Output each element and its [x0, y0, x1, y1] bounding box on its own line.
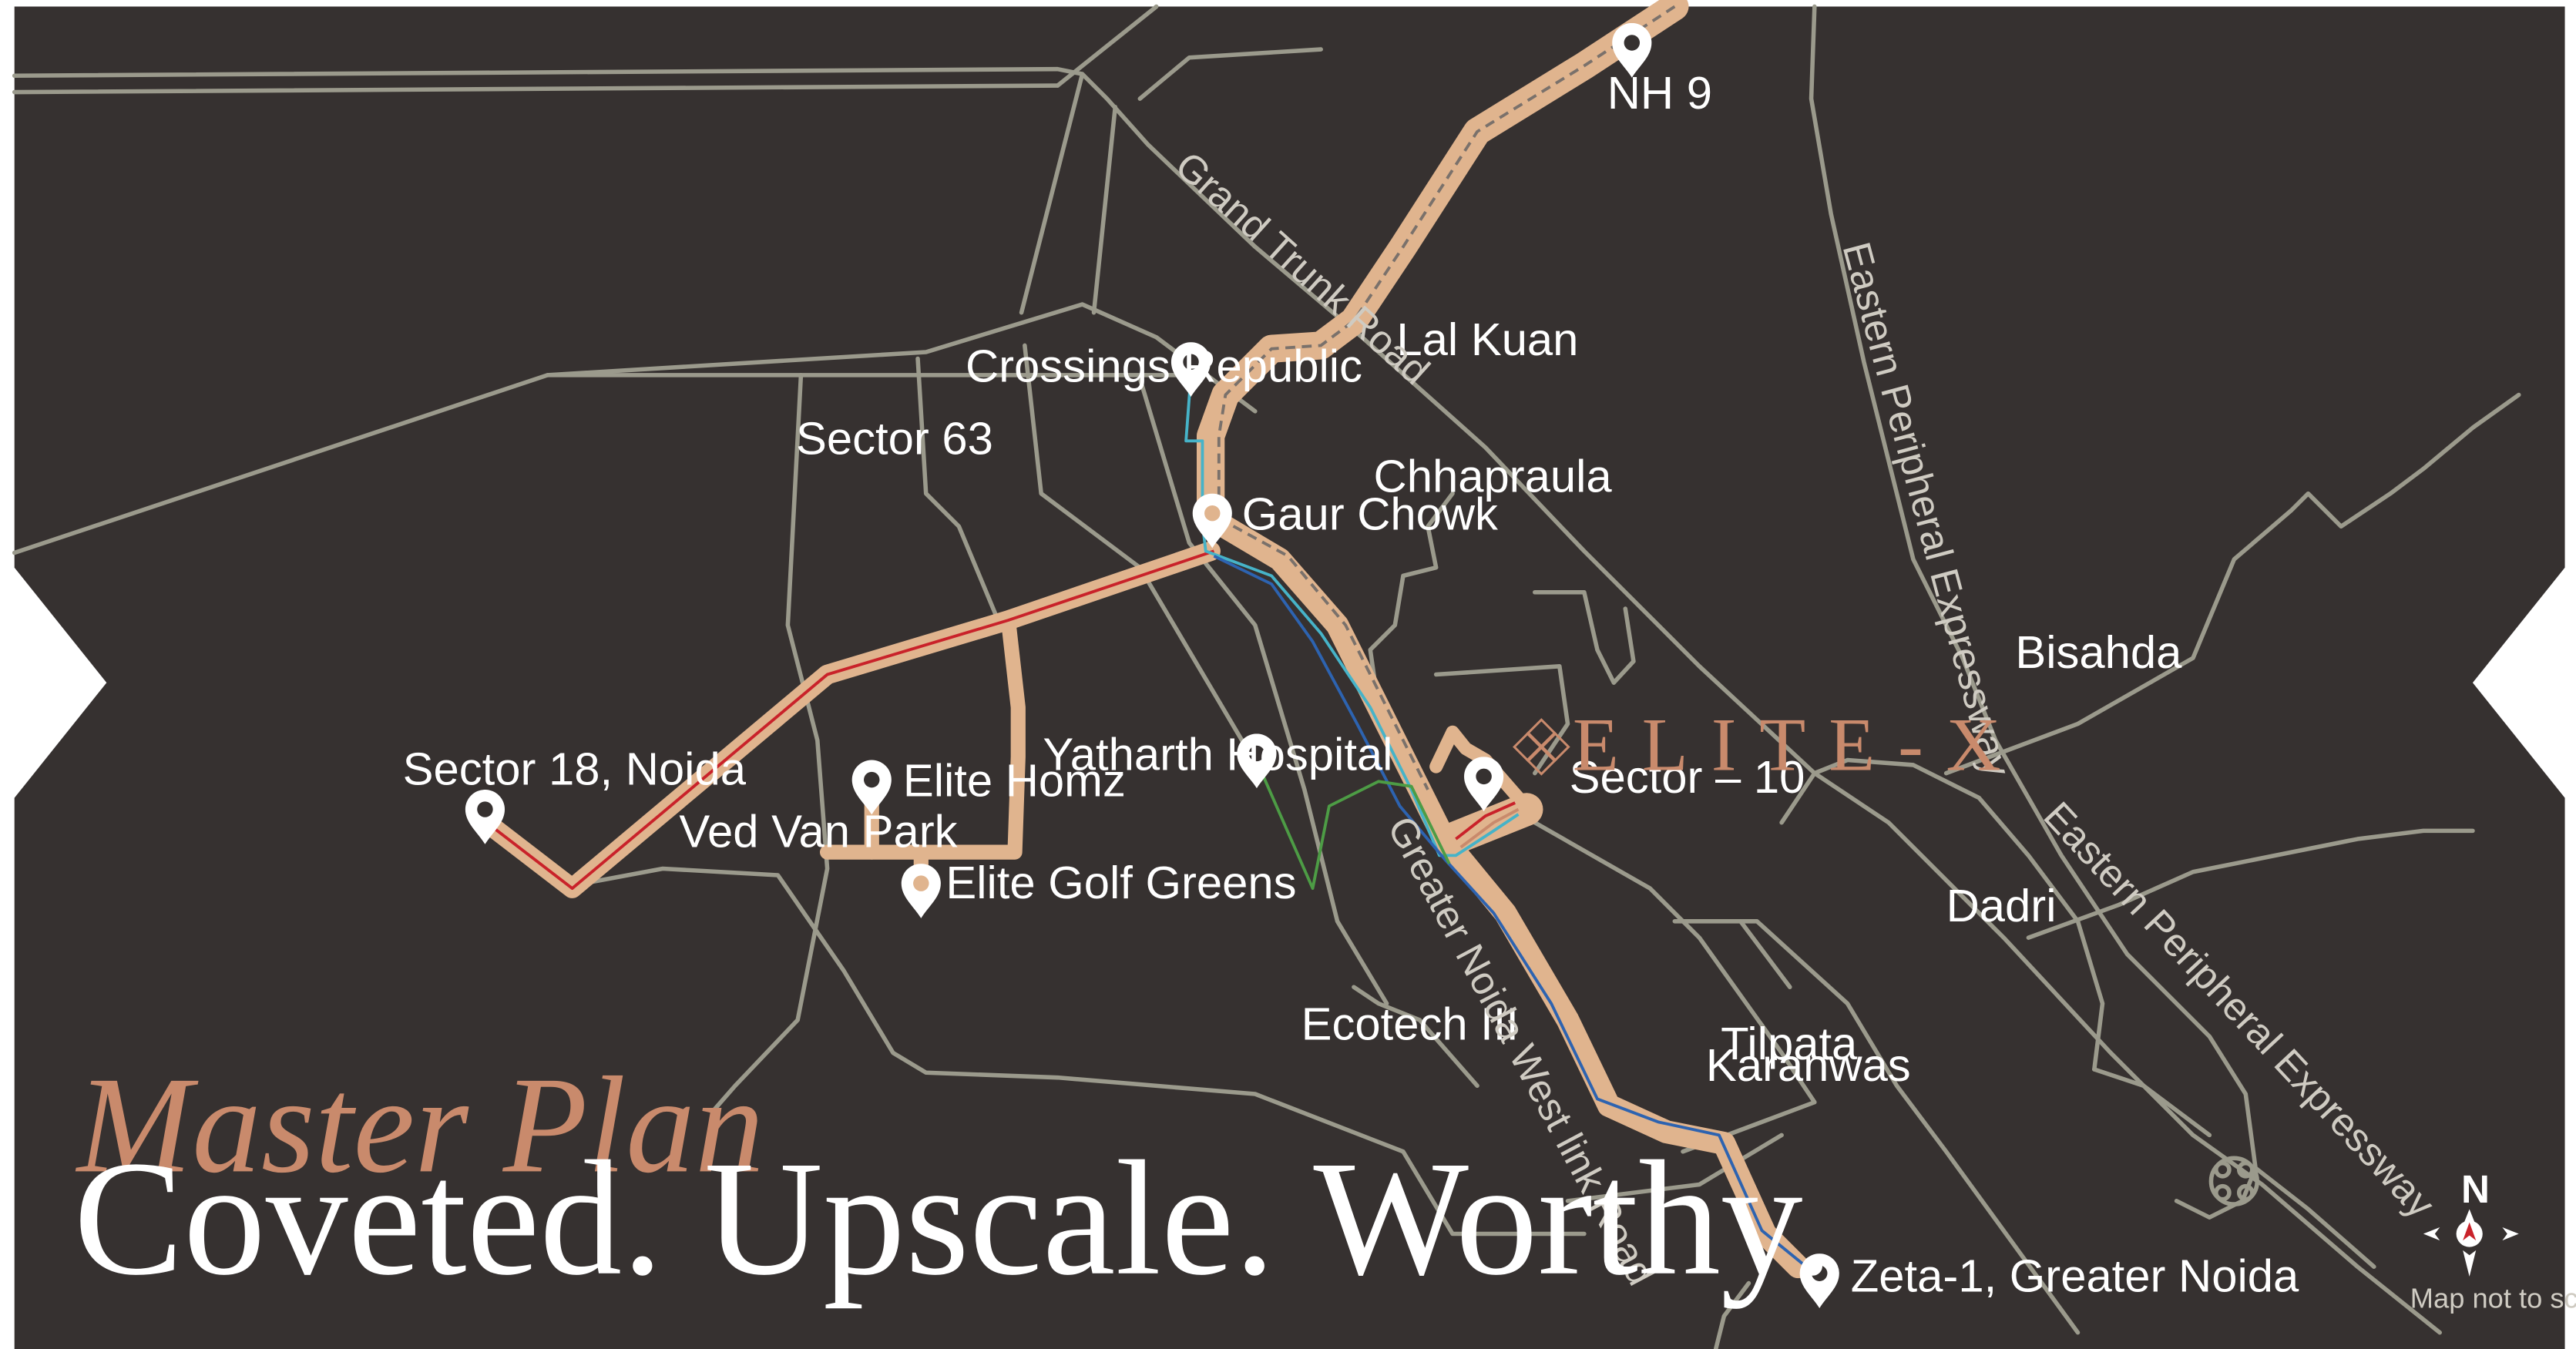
label-yatharth-hospital: Yatharth Hospital — [1043, 728, 1392, 780]
map-background — [14, 6, 2565, 1349]
label-sector-10: Sector – 10 — [1570, 751, 1805, 803]
label-sector-63: Sector 63 — [796, 412, 993, 464]
route-lines — [485, 5, 1808, 1268]
map-scale-note: Map not to scale — [2410, 1283, 2576, 1314]
label-elite-golf-greens: Elite Golf Greens — [945, 857, 1296, 908]
label-ved-van-park: Ved Van Park — [679, 806, 957, 857]
compass-north-label: N — [2461, 1167, 2490, 1211]
page-title: Master Plan — [75, 1048, 764, 1201]
roundabout — [2208, 1156, 2260, 1206]
label-gaur-chowk: Gaur Chowk — [1242, 488, 1498, 540]
label-tilpata: Tilpata — [1721, 1018, 1858, 1069]
place-labels: NH 9 Lal Kuan Crossings Republic Sector … — [403, 67, 2299, 1301]
label-lal-kuan: Lal Kuan — [1396, 314, 1578, 365]
road-network — [12, 4, 2521, 1349]
label-ecotech-iii: Ecotech III — [1301, 998, 1519, 1050]
label-zeta-1: Zeta-1, Greater Noida — [1851, 1250, 2299, 1301]
label-sector-18: Sector 18, Noida — [403, 743, 747, 795]
label-elite-homz: Elite Homz — [903, 755, 1126, 807]
label-crossings-republic: Crossings Republic — [966, 340, 1362, 391]
elite-x-logo: ELITE-X — [1513, 703, 2024, 787]
label-nh9: NH 9 — [1607, 67, 1712, 119]
label-bisahda: Bisahda — [2015, 626, 2182, 678]
label-karanwas: Karanwas — [1706, 1039, 1911, 1091]
label-dadri: Dadri — [1946, 880, 2057, 931]
tagline: Coveted. Upscale. Worthy. — [74, 1128, 1834, 1310]
elite-x-wordmark: ELITE-X — [1573, 703, 2024, 787]
elite-x-diamond-icon — [1513, 718, 1570, 776]
compass: N Map not to scale — [2410, 1167, 2576, 1314]
compass-icon — [2423, 1209, 2519, 1277]
label-chhapraula: Chhapraula — [1374, 450, 1613, 502]
